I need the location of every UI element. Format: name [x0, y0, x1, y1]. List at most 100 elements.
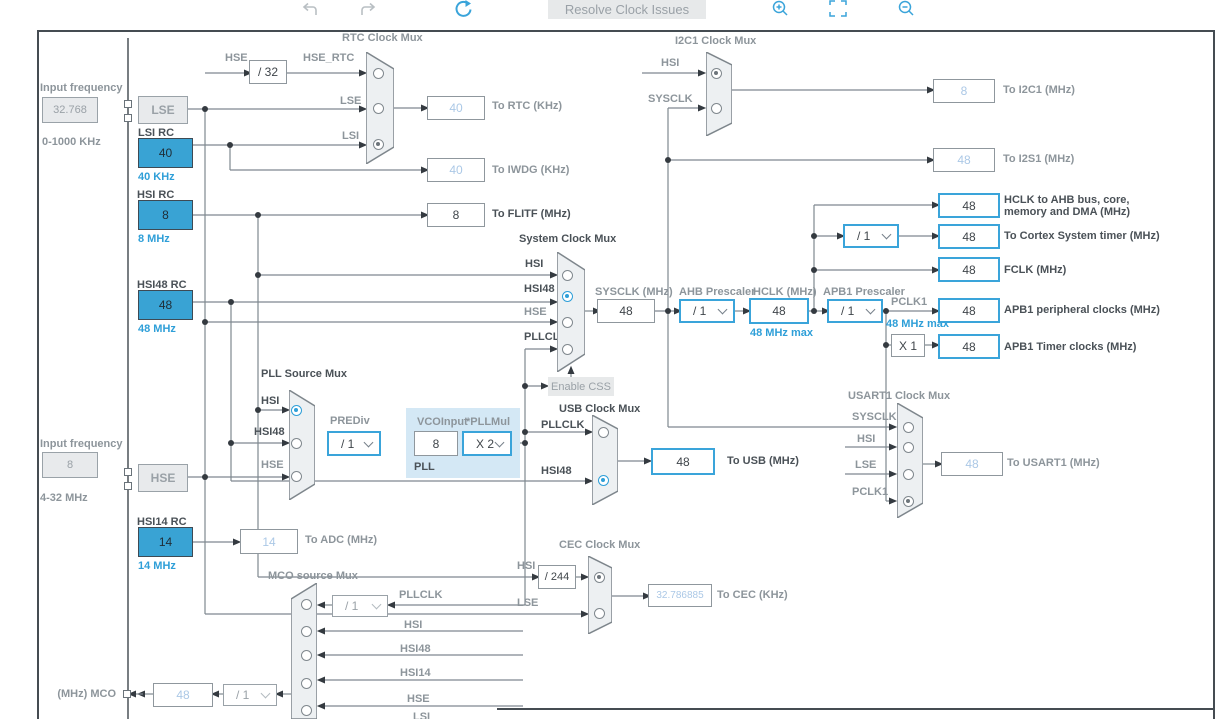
refresh-icon[interactable] [451, 0, 475, 21]
sys-mux-radio-hsi[interactable] [562, 270, 573, 281]
mco-mux-radio-hse[interactable] [301, 705, 312, 716]
hsi48-frequency-label: 48 MHz [138, 323, 176, 335]
hsi14-frequency-label: 14 MHz [138, 560, 176, 572]
rtc-mux-radio-lse[interactable] [373, 103, 384, 114]
hclk-ahb-output-box[interactable]: 48 [938, 193, 1000, 218]
hsi48-rc-block[interactable]: 48 [138, 290, 193, 320]
zoom-in-icon[interactable] [770, 0, 792, 17]
pll-mux-radio-hsi[interactable] [291, 405, 302, 416]
ahb-prescaler-dropdown[interactable]: / 1 [679, 299, 735, 323]
mco-mux-radio-hsi48[interactable] [301, 650, 312, 661]
lse-input-frequency-field[interactable]: 32.768 [42, 97, 98, 123]
usb-pllclk-label: PLLCLK [541, 419, 585, 431]
usart1-mux-radio-sysclk[interactable] [903, 422, 914, 433]
usart1-hsi-label: HSI [857, 433, 876, 445]
apb1-peripheral-output-box[interactable]: 48 [938, 298, 1000, 323]
usart1-mux-radio-hsi[interactable] [903, 442, 914, 453]
mco-mux-radio-hsi14[interactable] [301, 678, 312, 689]
lsi-rc-block[interactable]: 40 [138, 138, 193, 168]
cortex-timer-output-label: To Cortex System timer (MHz) [1004, 230, 1160, 242]
undo-icon[interactable] [299, 1, 321, 16]
prediv-dropdown[interactable]: / 1 [327, 431, 381, 456]
pclk1-label: PCLK1 [891, 296, 928, 308]
cortex-timer-output-box[interactable]: 48 [938, 224, 1000, 249]
sys-mux-radio-hse[interactable] [562, 317, 573, 328]
zoom-out-icon[interactable] [896, 0, 918, 17]
i wdg-output-label: To IWDG (KHz) [492, 164, 570, 176]
ahb-prescaler-label: AHB Prescaler [679, 286, 756, 298]
rtc-output-box: 40 [427, 96, 485, 120]
i2s1-output-label: To I2S1 (MHz) [1003, 153, 1075, 165]
hsi48-rc-label: HSI48 RC [137, 279, 187, 291]
rtc-output-label: To RTC (KHz) [492, 100, 563, 112]
hclk-ahb-output-label-line2: memory and DMA (MHz) [1004, 206, 1131, 218]
pllmul-dropdown[interactable]: X 2 [462, 431, 512, 456]
canvas-border-bottom [497, 708, 1215, 710]
system-mux-shape [557, 252, 585, 372]
resolve-clock-issues-button[interactable]: Resolve Clock Issues [548, 0, 706, 19]
rtc-mux-radio-lsi[interactable] [373, 139, 384, 150]
usart1-pclk1-label: PCLK1 [852, 486, 889, 498]
mco-hse-label: HSE [407, 693, 430, 705]
sys-mux-radio-hsi48[interactable] [562, 291, 573, 302]
mco-output-label: (MHz) MCO [57, 688, 116, 700]
mco-pllclk-divider-dropdown[interactable]: / 1 [332, 595, 388, 617]
cec-mux-shape [588, 556, 612, 634]
i2c1-mux-radio-hsi[interactable] [711, 68, 722, 79]
cec-mux-radio-hsi[interactable] [594, 572, 605, 583]
lsi-rc-label: LSI RC [138, 127, 175, 139]
cec-mux-radio-lse[interactable] [594, 608, 605, 619]
mco-output-divider-dropdown[interactable]: / 1 [223, 684, 277, 706]
hse-input-frequency-label: Input frequency [40, 438, 123, 450]
rtc-mux-title: RTC Clock Mux [342, 32, 423, 44]
usb-mux-radio-pllclk[interactable] [598, 427, 609, 438]
apb1-prescaler-label: APB1 Prescaler [823, 286, 905, 298]
hse-input-frequency-field[interactable]: 8 [42, 452, 98, 478]
lse-pin-top [124, 100, 132, 108]
i2c1-output-box: 8 [933, 79, 995, 103]
usb-output-box[interactable]: 48 [651, 448, 715, 475]
rtc-mux-radio-hse-rtc[interactable] [373, 68, 384, 79]
pll-mux-radio-hsi48[interactable] [291, 438, 302, 449]
i2c1-mux-radio-sysclk[interactable] [711, 103, 722, 114]
lse-pin-bottom [124, 114, 132, 122]
hsi-rc-block[interactable]: 8 [138, 200, 193, 230]
fclk-output-box[interactable]: 48 [938, 257, 1000, 282]
usb-hsi48-label: HSI48 [541, 465, 572, 477]
fclk-output-label: FCLK (MHz) [1004, 264, 1067, 276]
cec-hsi-label: HSI [517, 560, 536, 572]
hclk-value-box[interactable]: 48 [749, 298, 809, 324]
i2c1-output-label: To I2C1 (MHz) [1003, 84, 1075, 96]
hsi-rc-label: HSI RC [137, 189, 175, 201]
pll-block-label: PLL [414, 461, 435, 473]
apb1-timer-output-label: APB1 Timer clocks (MHz) [1004, 341, 1137, 353]
rtc-lsi-label: LSI [342, 130, 360, 142]
enable-css-button[interactable]: Enable CSS [548, 377, 614, 396]
apb1-timer-output-box[interactable]: 48 [938, 334, 1000, 359]
mco-mux-radio-hsi[interactable] [301, 626, 312, 637]
usart1-mux-shape [897, 403, 923, 518]
cortex-timer-dropdown[interactable]: / 1 [843, 224, 899, 248]
sysclk-value-box: 48 [597, 299, 655, 323]
usart1-mux-radio-lse[interactable] [903, 469, 914, 480]
pclk1-max-label: 48 MHz max [886, 318, 949, 330]
pll-hsi48-label: HSI48 [254, 426, 285, 438]
sys-mux-radio-pllclk[interactable] [562, 344, 573, 355]
usb-mux-radio-hsi48[interactable] [598, 475, 609, 486]
lse-oscillator-block: LSE [138, 96, 188, 124]
i2c1-mux-title: I2C1 Clock Mux [675, 35, 757, 47]
sysclk-label: SYSCLK (MHz) [595, 286, 673, 298]
mco-hsi48-label: HSI48 [400, 643, 431, 655]
hsi14-rc-block[interactable]: 14 [138, 527, 193, 557]
apb1-prescaler-dropdown[interactable]: / 1 [827, 299, 883, 323]
redo-icon[interactable] [357, 1, 379, 16]
lse-input-frequency-label: Input frequency [40, 82, 123, 94]
pll-mux-radio-hse[interactable] [291, 471, 302, 482]
usart1-mux-radio-pclk1[interactable] [903, 496, 914, 507]
rtc-hse-label: HSE [225, 52, 248, 64]
hclk-label: HCLK (MHz) [753, 286, 817, 298]
mco-mux-radio-pllclk[interactable] [301, 599, 312, 610]
apb1-peripheral-output-label: APB1 peripheral clocks (MHz) [1004, 304, 1160, 316]
fit-to-screen-icon[interactable] [827, 0, 849, 17]
